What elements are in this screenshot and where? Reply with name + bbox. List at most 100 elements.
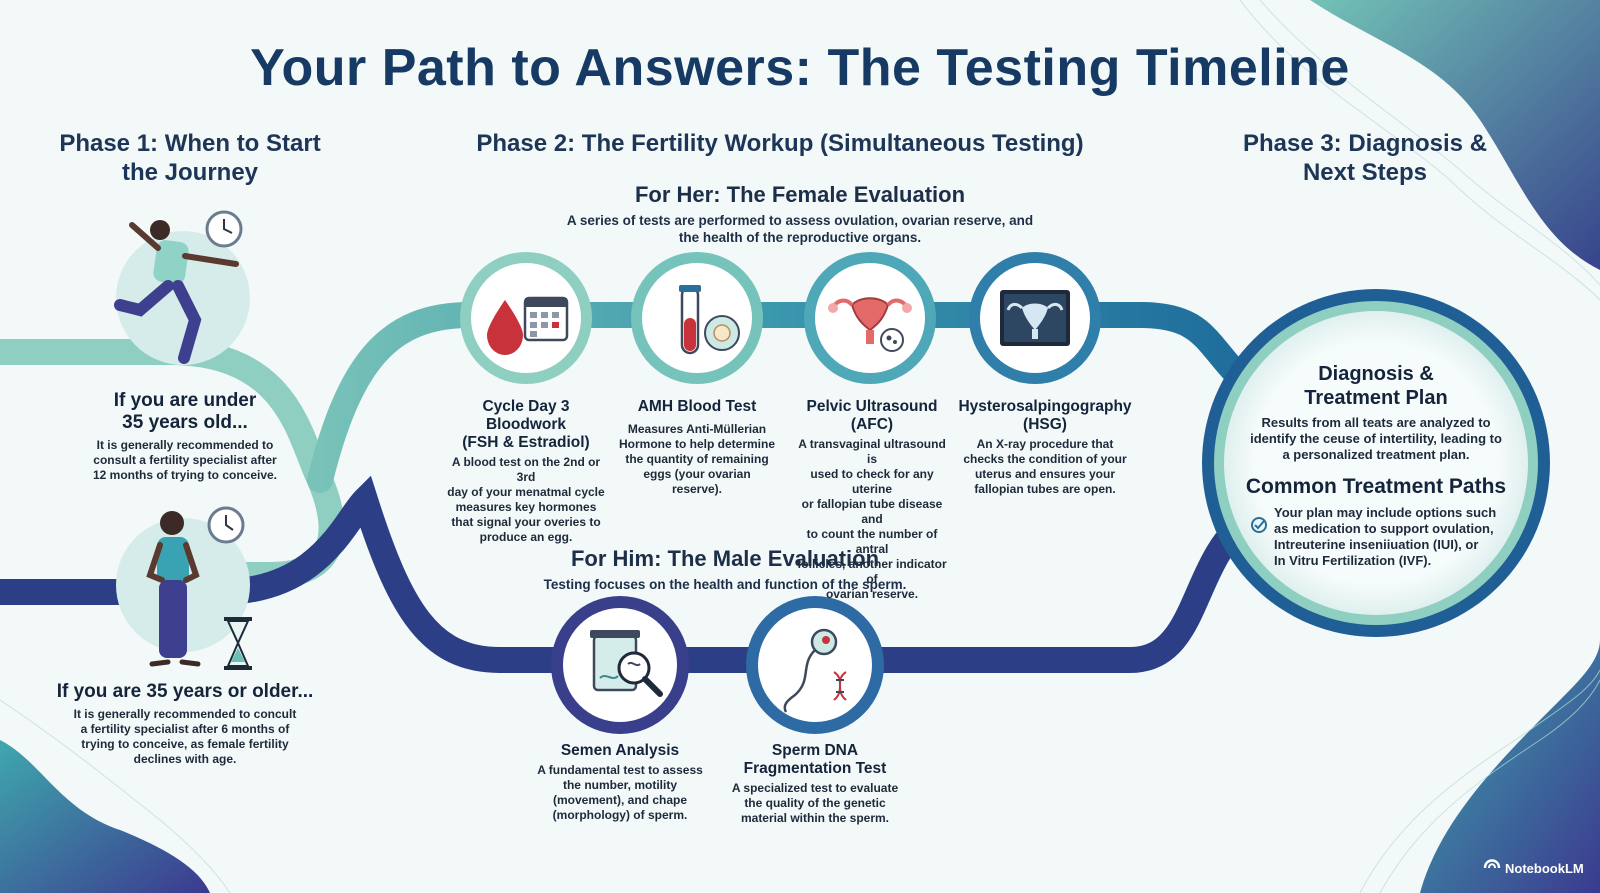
under35-desc-line: consult a fertility specialist after [93,453,277,467]
test-desc-line: uterus and ensures your [974,467,1116,481]
phase3-heading-line: Phase 3: Diagnosis & [1242,130,1488,157]
test-desc-line: checks the condition of your [963,452,1127,466]
over35-block: If you are 35 years or older... It is ge… [30,681,340,767]
test-desc-line: material within the sperm. [740,811,890,825]
male-evaluation-heading: For Him: The Male Evaluation [570,546,880,571]
test-name: Fragmentation Test [743,760,887,777]
test-desc-line: Hormone to help determine [618,437,776,451]
female-test-card: AMH Blood Test Measures Anti-Müllerian H… [617,398,777,497]
male-evaluation-sub: Testing focuses on the health and functi… [543,577,907,592]
test-desc-line: day of your menatmal cycle [447,485,605,499]
test-desc-line: the quality of the genetic [744,796,886,810]
test-desc-line: (morphology) of sperm. [552,808,688,822]
female-test-card: Pelvic Ultrasound (AFC) A transvaginal u… [792,398,952,602]
test-desc-line: Measures Anti-Müllerian [627,422,767,436]
test-name: AMH Blood Test [637,398,757,415]
phase3-heading: Phase 3: Diagnosis & Next Steps [1220,129,1510,187]
phase2-heading: Phase 2: The Fertility Workup (Simultane… [476,130,1084,157]
page-title: Your Path to Answers: The Testing Timeli… [250,39,1350,97]
phase1-heading-line: Phase 1: When to Start [59,130,321,157]
test-name: (AFC) [850,416,894,433]
under35-block: If you are under 35 years old... It is g… [60,390,310,483]
male-test-circle [551,596,689,734]
test-desc-line: the number, motility [562,778,677,792]
under35-desc-line: It is generally recommended to [96,438,274,452]
diagnosis-desc-line: a personalized treatment plan. [1282,447,1470,462]
test-name: Pelvic Ultrasound [806,398,938,415]
test-desc-line: that signal your overies to [451,515,601,529]
diagnosis-circle [1202,289,1550,637]
test-name: Hysterosalpingography [958,398,1132,415]
treatment-desc-line: Your plan may include options such [1274,505,1497,520]
male-track [0,475,1261,673]
under35-desc-line: 12 months of trying to conceive. [92,468,278,482]
treatment-desc: Your plan may include options such as me… [1274,505,1514,569]
phase3-heading-line: Next Steps [1302,159,1428,186]
phase1-heading: Phase 1: When to Start the Journey [40,129,340,187]
male-test-card: Semen Analysis A fundamental test to ass… [530,742,710,823]
test-desc-line: used to check for any uterine [810,467,934,496]
over35-desc-line: It is generally recommended to concult [73,707,297,721]
male-evaluation-header: For Him: The Male Evaluation Testing foc… [480,546,970,593]
test-desc-line: or fallopian tube disease and [801,497,943,526]
female-evaluation-heading: For Her: The Female Evaluation [634,182,966,207]
diagnosis-heading: Treatment Plan [1304,387,1448,409]
hourglass-icon [224,617,252,670]
running-woman-icon [114,220,239,364]
under35-heading: 35 years old... [122,412,248,433]
test-desc-line: the quantity of remaining [625,452,769,466]
diagnosis-desc-line: identify the ceuse of intertility, leadi… [1250,431,1502,446]
test-desc-line: A transvaginal ultrasound is [798,437,946,466]
brand-label: NotebookLM [1505,861,1584,876]
test-desc-line: An X-ray procedure that [976,437,1114,451]
over35-desc-line: trying to conceive, as female fertility [81,737,289,751]
test-name: (FSH & Estradiol) [462,434,590,451]
test-desc-line: fallopian tubes are open. [974,482,1116,496]
under35-heading: If you are under [113,390,257,411]
test-desc-line: (movement), and chape [552,793,688,807]
standing-woman-icon [146,511,201,667]
female-track-upper [307,302,1248,493]
test-desc-line: produce an egg. [479,530,573,544]
female-test-circle [631,252,763,384]
phase1-heading-line: the Journey [121,159,259,186]
treatment-heading: Common Treatment Paths [1245,475,1507,498]
female-evaluation-sub: A series of tests are performed to asses… [566,213,1034,228]
test-desc-line: ovarian reserve. [825,587,919,601]
clock-icon [207,506,245,544]
clock-icon [205,210,243,248]
over35-heading: If you are 35 years or older... [56,681,314,702]
over35-desc-line: declines with age. [133,752,237,766]
male-test-circle [746,596,884,734]
over35-desc-line: a fertility specialist after 6 months of [80,722,290,736]
test-name: Sperm DNA [771,742,859,759]
treatment-desc-line: as medication to support ovulation, [1274,521,1494,536]
male-test-card: Sperm DNA Fragmentation Test A specializ… [720,742,910,826]
test-desc-line: eggs (your ovarian reserve). [643,467,751,496]
test-desc-line: to count the number of antral [806,527,938,556]
female-test-card: Hysterosalpingography (HSG) An X-ray pro… [955,398,1135,497]
female-test-circle [969,252,1101,384]
test-desc-line: A blood test on the 2nd or 3rd [451,455,601,484]
diagnosis-block: Diagnosis & Treatment Plan Results from … [1226,362,1526,463]
female-test-card: Cycle Day 3 Bloodwork (FSH & Estradiol) … [441,398,611,545]
diagnosis-desc-line: Results from all teats are analyzed to [1261,415,1491,430]
diagnosis-heading: Diagnosis & [1318,363,1434,385]
female-test-circle [804,252,936,384]
test-name: (HSG) [1023,416,1067,433]
notebooklm-logo-icon [1483,859,1501,869]
female-evaluation-sub: the health of the reproductive organs. [678,230,922,245]
test-name: Cycle Day 3 Bloodwork [482,398,570,433]
test-desc-line: A specialized test to evaluate [731,781,899,795]
test-desc-line: measures key hormones [455,500,597,514]
female-test-circle [460,252,592,384]
treatment-desc-line: Intreuterine inseniiuation (IUI), or [1274,537,1479,552]
check-circle-icon [1251,517,1267,533]
test-desc-line: A fundamental test to assess [537,763,703,777]
female-evaluation-header: For Her: The Female Evaluation A series … [500,182,1100,246]
test-name: Semen Analysis [560,742,680,759]
treatment-desc-line: In Vitru Fertilization (IVF). [1274,553,1432,568]
test-desc-line: follicles, another indicator of [797,557,947,586]
